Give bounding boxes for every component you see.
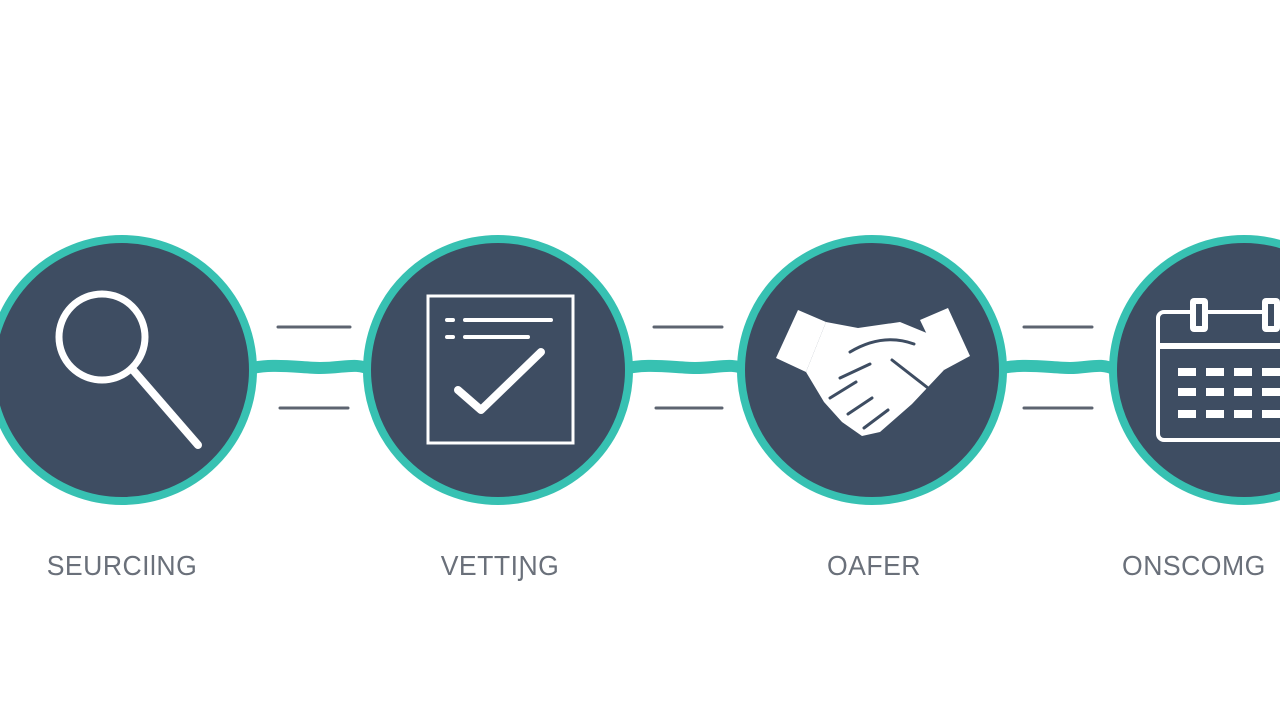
- step-label-vetting: VETTIƝG: [440, 550, 560, 581]
- step-2-node: [363, 235, 633, 505]
- calendar-icon: [1156, 298, 1280, 442]
- step-label-onboarding: ONSCOMG: [1122, 550, 1266, 581]
- step-2-circle: [363, 235, 633, 505]
- dash-lines: [276, 325, 1094, 410]
- magnifying-glass-icon: [55, 290, 202, 449]
- connector-2-3: [614, 359, 754, 376]
- connectors: [238, 359, 1122, 376]
- step-label-offer: OAFER: [826, 550, 922, 581]
- connector-3-4: [988, 359, 1122, 376]
- step-4-node: [1109, 235, 1280, 505]
- connector-1-2: [238, 359, 378, 376]
- step-1-node: [0, 235, 257, 505]
- checklist-document-icon: [426, 294, 575, 445]
- step-4-circle: [1109, 235, 1280, 505]
- handshake-icon: [776, 308, 970, 436]
- step-label-sourcing: SEURCIƖNG: [46, 550, 198, 581]
- step-3-node: [737, 235, 1007, 505]
